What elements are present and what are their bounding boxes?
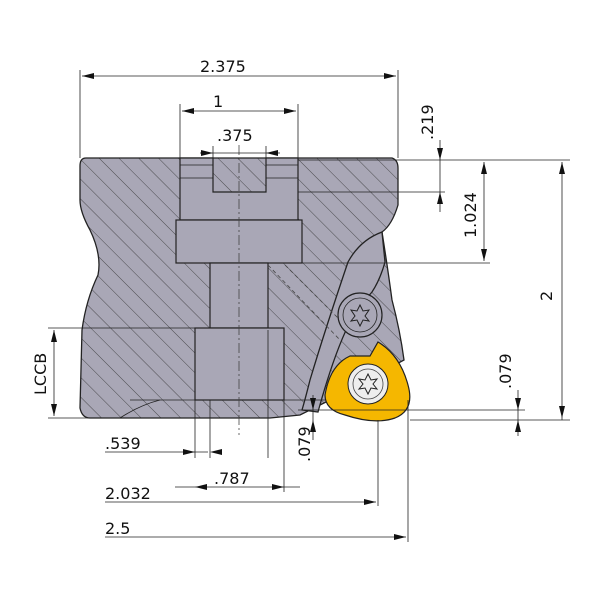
dim-slot-outer-width: 1 [213, 92, 223, 111]
dimension-lines [48, 70, 570, 542]
insert-screw-torx-icon [357, 372, 379, 396]
dimension-arrows [51, 73, 565, 540]
dim-787: .787 [214, 469, 250, 488]
dim-insert-protrusion-right: .079 [496, 353, 515, 389]
dim-2-5: 2.5 [105, 519, 130, 538]
dim-bore-depth: 1.024 [461, 192, 480, 238]
dim-height: 2 [537, 291, 556, 301]
dim-539: .539 [105, 434, 141, 453]
clamp-screw [337, 292, 383, 338]
dim-lccb: LCCB [31, 353, 50, 395]
dim-insert-protrusion-bottom: .079 [295, 426, 314, 462]
dim-2032: 2.032 [105, 484, 151, 503]
torx-icon [349, 303, 371, 328]
dim-slot-depth: .219 [418, 104, 437, 140]
dim-overall-diameter: 2.375 [200, 57, 246, 76]
arbor-bore [194, 327, 285, 401]
dim-key-slot-width: .375 [217, 126, 253, 145]
